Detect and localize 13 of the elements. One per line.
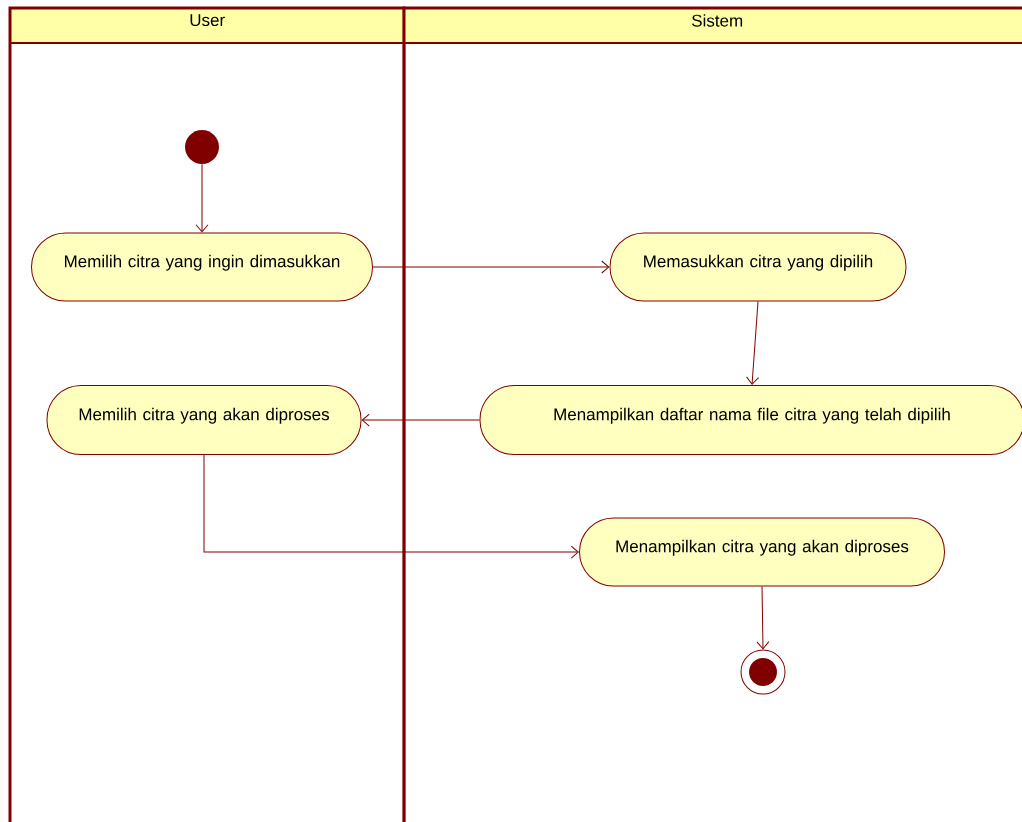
arrow <box>361 413 480 427</box>
end-node <box>740 649 786 695</box>
arrow <box>203 454 579 559</box>
arrow <box>756 586 770 650</box>
action-box: Menampilkan citra yang akan diproses <box>579 517 945 587</box>
action-box: Memilih citra yang akan diproses <box>46 385 362 455</box>
arrow <box>746 301 760 385</box>
action-box: Menampilkan daftar nama file citra yang telah dipilih <box>479 385 1022 455</box>
arrow <box>195 163 209 233</box>
start-node <box>185 130 219 164</box>
action-box: Memasukkan citra yang dipilih <box>609 232 907 302</box>
action-box: Memilih citra yang ingin dimasukkan <box>31 232 373 302</box>
arrow <box>372 260 610 274</box>
